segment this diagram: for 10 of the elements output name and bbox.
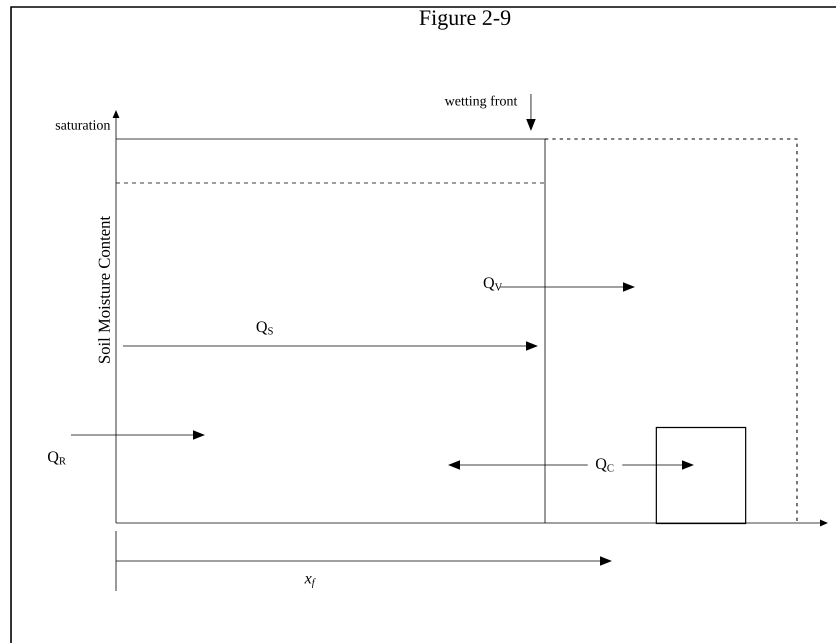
flow-label: Q$_{C}$ [596,458,614,472]
flow-label: Q$_{V}$ [484,277,502,291]
flow-label: wetting front [444,96,518,108]
axis-label: saturation [56,120,110,130]
axis-label: Soil Moisture Content [98,216,110,363]
dimension-label: x$_{f}$ [304,576,316,588]
title: Figure 2-9 [420,10,510,30]
flow-label: Q$_{R}$ [48,451,66,465]
control-box [656,426,746,524]
flow-label: Q$_{S}$ [256,321,273,335]
